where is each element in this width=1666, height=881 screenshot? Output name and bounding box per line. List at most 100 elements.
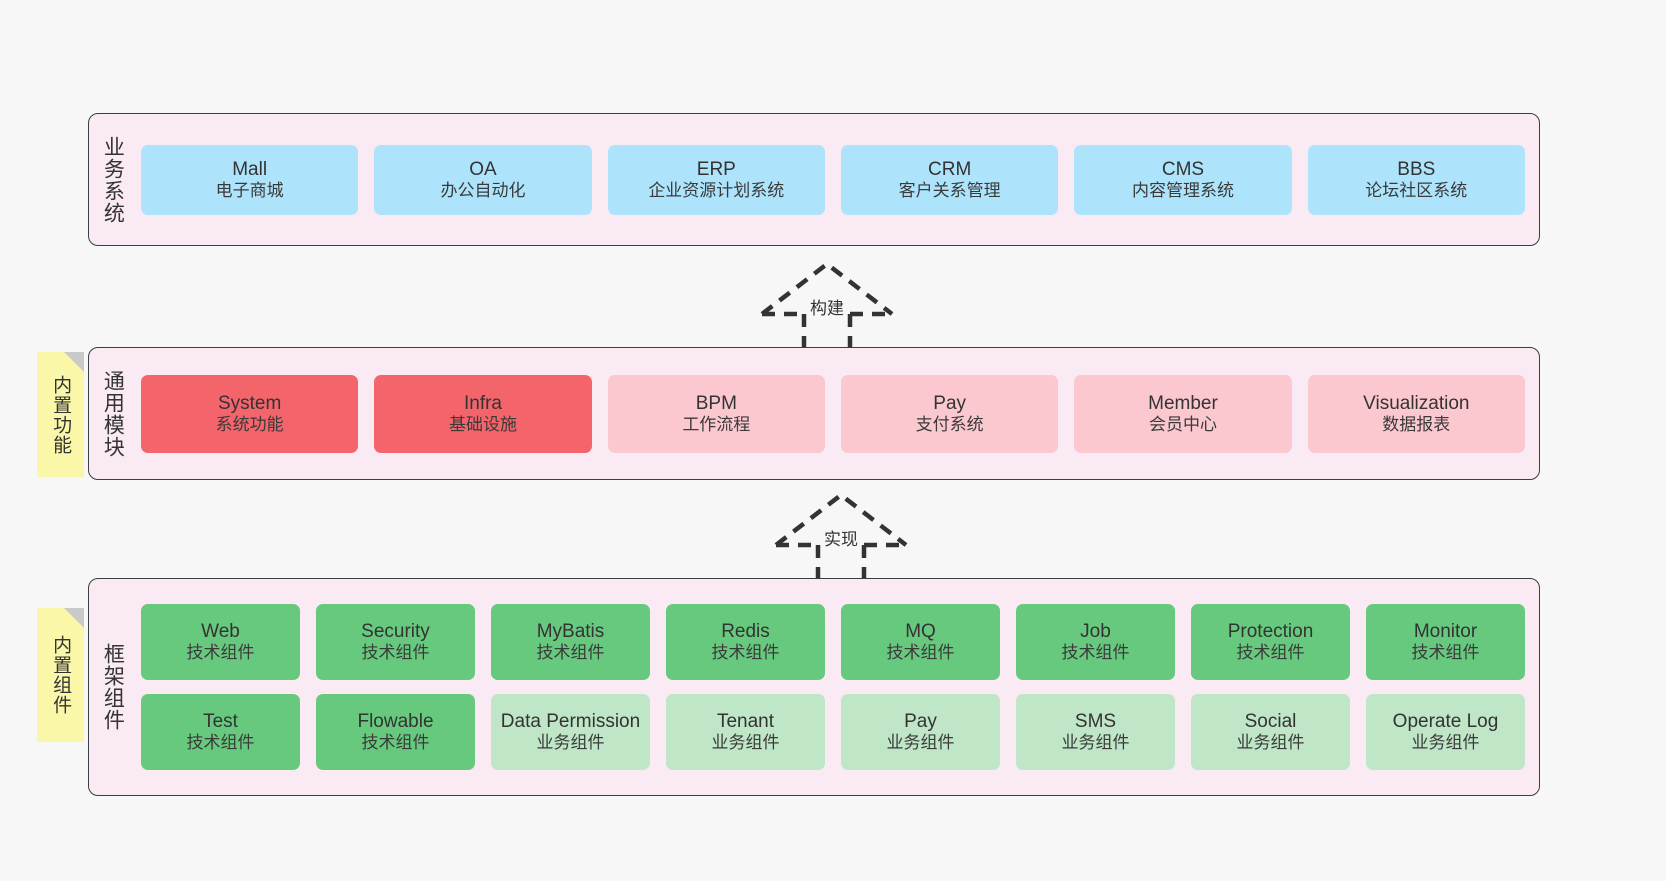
node-sms[interactable]: SMS 业务组件: [1016, 694, 1175, 770]
node-title: Mall: [232, 158, 268, 180]
layer-body-business: Mall 电子商城 OA 办公自动化 ERP 企业资源计划系统 CRM 客户关系…: [135, 114, 1539, 245]
node-tenant[interactable]: Tenant 业务组件: [666, 694, 825, 770]
node-title: Web: [201, 621, 240, 643]
node-member[interactable]: Member 会员中心: [1074, 374, 1292, 453]
node-subtitle: 工作流程: [682, 414, 751, 434]
node-subtitle: 论坛社区系统: [1365, 180, 1468, 200]
node-subtitle: 技术组件: [361, 733, 430, 753]
node-subtitle: 内容管理系统: [1131, 180, 1234, 200]
node-social[interactable]: Social 业务组件: [1191, 694, 1350, 770]
sticky-note-builtin-components: 内置组件: [37, 608, 84, 742]
node-subtitle: 业务组件: [886, 733, 955, 753]
node-title: SMS: [1074, 711, 1117, 733]
sticky-fold-icon: [64, 608, 84, 628]
node-bpm[interactable]: BPM 工作流程: [607, 374, 825, 453]
node-pay-component[interactable]: Pay 业务组件: [841, 694, 1000, 770]
sticky-label: 内置功能: [50, 374, 72, 455]
node-title: BPM: [695, 392, 737, 414]
node-subtitle: 技术组件: [1236, 643, 1305, 663]
node-title: Operate Log: [1392, 711, 1499, 733]
node-subtitle: 系统功能: [215, 414, 284, 434]
node-subtitle: 业务组件: [536, 733, 605, 753]
node-title: Protection: [1227, 621, 1314, 643]
node-subtitle: 会员中心: [1148, 414, 1217, 434]
node-title: MQ: [905, 621, 936, 643]
node-subtitle: 业务组件: [1411, 733, 1480, 753]
sticky-label: 内置组件: [50, 635, 72, 715]
node-subtitle: 技术组件: [1061, 643, 1130, 663]
node-subtitle: 支付系统: [915, 414, 984, 434]
node-title: Pay: [933, 392, 967, 414]
layer-body-framework: Web 技术组件 Security 技术组件 MyBatis 技术组件 Redi…: [135, 579, 1539, 795]
node-subtitle: 技术组件: [886, 643, 955, 663]
node-title: Social: [1244, 711, 1297, 733]
node-infra[interactable]: Infra 基础设施: [374, 374, 592, 453]
node-title: Tenant: [716, 711, 775, 733]
node-title: OA: [469, 158, 497, 180]
node-title: Member: [1148, 392, 1218, 414]
node-visualization[interactable]: Visualization 数据报表: [1307, 374, 1525, 453]
layer-row: Test 技术组件 Flowable 技术组件 Data Permission …: [141, 694, 1525, 770]
node-subtitle: 业务组件: [1061, 733, 1130, 753]
node-mall[interactable]: Mall 电子商城: [141, 144, 359, 215]
node-protection[interactable]: Protection 技术组件: [1191, 604, 1350, 680]
node-subtitle: 客户关系管理: [898, 180, 1001, 200]
node-subtitle: 企业资源计划系统: [648, 180, 785, 200]
layer-title-modules: 通用模块: [101, 369, 125, 458]
layer-title-framework: 框架组件: [101, 643, 125, 731]
node-monitor[interactable]: Monitor 技术组件: [1366, 604, 1525, 680]
sticky-note-builtin-features: 内置功能: [37, 352, 84, 477]
node-operate-log[interactable]: Operate Log 业务组件: [1366, 694, 1525, 770]
layer-row: System 系统功能 Infra 基础设施 BPM 工作流程 Pay 支付系统…: [141, 374, 1525, 453]
node-title: BBS: [1397, 158, 1436, 180]
node-subtitle: 业务组件: [1236, 733, 1305, 753]
layer-business-systems: 业务系统 Mall 电子商城 OA 办公自动化 ERP 企业资源计划系统 CRM…: [88, 113, 1540, 246]
node-job[interactable]: Job 技术组件: [1016, 604, 1175, 680]
layer-common-modules: 通用模块 System 系统功能 Infra 基础设施 BPM 工作流程 Pay…: [88, 347, 1540, 480]
node-system[interactable]: System 系统功能: [141, 374, 359, 453]
layer-row: Web 技术组件 Security 技术组件 MyBatis 技术组件 Redi…: [141, 604, 1525, 680]
layer-title-business: 业务系统: [101, 135, 125, 224]
node-title: ERP: [696, 158, 736, 180]
node-security[interactable]: Security 技术组件: [316, 604, 475, 680]
node-crm[interactable]: CRM 客户关系管理: [840, 144, 1059, 215]
node-title: Flowable: [357, 711, 434, 733]
node-title: System: [217, 392, 282, 414]
sticky-fold-icon: [64, 352, 84, 372]
node-subtitle: 业务组件: [711, 733, 780, 753]
layer-row: Mall 电子商城 OA 办公自动化 ERP 企业资源计划系统 CRM 客户关系…: [141, 144, 1525, 215]
node-title: MyBatis: [536, 621, 605, 643]
node-subtitle: 数据报表: [1382, 414, 1451, 434]
node-cms[interactable]: CMS 内容管理系统: [1074, 144, 1292, 215]
node-title: Pay: [904, 711, 937, 733]
node-subtitle: 电子商城: [215, 180, 284, 200]
node-mybatis[interactable]: MyBatis 技术组件: [491, 604, 650, 680]
node-title: Redis: [721, 621, 770, 643]
node-title: Infra: [463, 392, 502, 414]
node-subtitle: 基础设施: [448, 414, 517, 434]
node-subtitle: 技术组件: [1411, 643, 1480, 663]
node-oa[interactable]: OA 办公自动化: [374, 144, 592, 215]
node-title: Data Permission: [500, 711, 641, 733]
node-subtitle: 技术组件: [711, 643, 780, 663]
layer-framework-components: 框架组件 Web 技术组件 Security 技术组件 MyBatis 技术组件…: [88, 578, 1540, 796]
node-flowable[interactable]: Flowable 技术组件: [316, 694, 475, 770]
node-web[interactable]: Web 技术组件: [141, 604, 300, 680]
node-title: CRM: [928, 158, 972, 180]
node-erp[interactable]: ERP 企业资源计划系统: [607, 144, 825, 215]
node-test[interactable]: Test 技术组件: [141, 694, 300, 770]
node-mq[interactable]: MQ 技术组件: [841, 604, 1000, 680]
node-title: Job: [1080, 621, 1111, 643]
node-redis[interactable]: Redis 技术组件: [666, 604, 825, 680]
node-title: Monitor: [1413, 621, 1478, 643]
node-title: Security: [361, 621, 430, 643]
node-subtitle: 办公自动化: [440, 180, 526, 200]
node-data-permission[interactable]: Data Permission 业务组件: [491, 694, 650, 770]
layer-body-modules: System 系统功能 Infra 基础设施 BPM 工作流程 Pay 支付系统…: [135, 348, 1539, 479]
node-bbs[interactable]: BBS 论坛社区系统: [1307, 144, 1525, 215]
node-title: Visualization: [1363, 392, 1470, 414]
node-subtitle: 技术组件: [536, 643, 605, 663]
node-subtitle: 技术组件: [186, 643, 255, 663]
node-pay-module[interactable]: Pay 支付系统: [840, 374, 1059, 453]
